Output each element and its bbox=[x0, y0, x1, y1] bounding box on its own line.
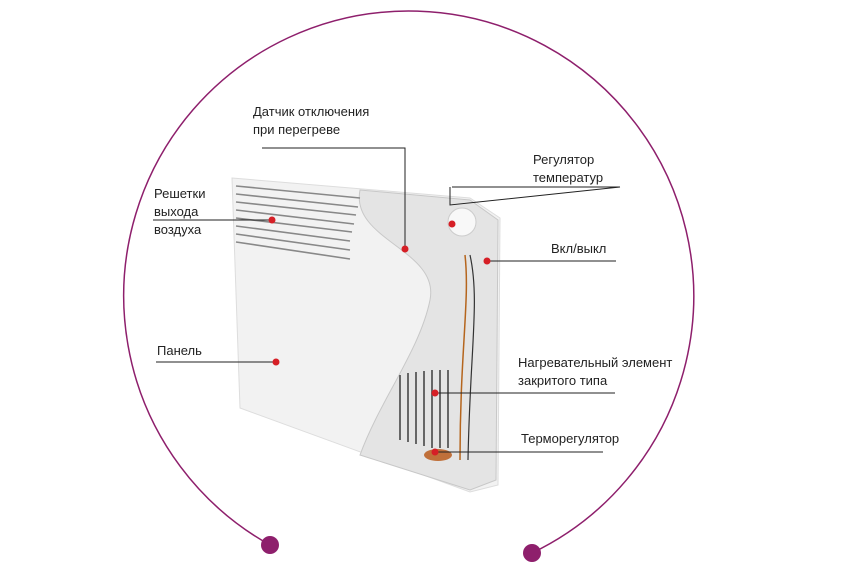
label-line: воздуха bbox=[154, 222, 202, 237]
label-temp-regulator: Регулятор температур bbox=[533, 151, 603, 187]
label-thermostat: Терморегулятор bbox=[521, 430, 619, 448]
label-line: Регулятор bbox=[533, 152, 595, 167]
label-line: Вкл/выкл bbox=[551, 241, 607, 256]
ring-arc bbox=[123, 10, 695, 554]
label-line: Панель bbox=[157, 343, 202, 358]
label-line: Датчик отключения bbox=[253, 104, 370, 119]
label-heating-element: Нагревательный элемент закритого типа bbox=[518, 354, 672, 390]
label-line: Решетки bbox=[154, 186, 206, 201]
label-line: Терморегулятор bbox=[521, 431, 620, 446]
leader-lines bbox=[153, 147, 621, 453]
label-line: закритого типа bbox=[518, 373, 608, 388]
label-air-grilles: Решетки выхода воздуха bbox=[154, 185, 205, 239]
label-panel: Панель bbox=[157, 342, 202, 360]
label-overheat-sensor: Датчик отключения при перегреве bbox=[253, 103, 369, 139]
heater-illustration bbox=[231, 177, 501, 493]
label-line: температур bbox=[533, 170, 604, 185]
label-line: Нагревательный элемент bbox=[518, 355, 673, 370]
label-line: при перегреве bbox=[253, 122, 341, 137]
label-line: выхода bbox=[154, 204, 199, 219]
ring-dot-left bbox=[261, 536, 279, 554]
label-on-off: Вкл/выкл bbox=[551, 240, 606, 258]
marker-dots bbox=[268, 216, 491, 456]
ring-dot-right bbox=[523, 544, 541, 562]
